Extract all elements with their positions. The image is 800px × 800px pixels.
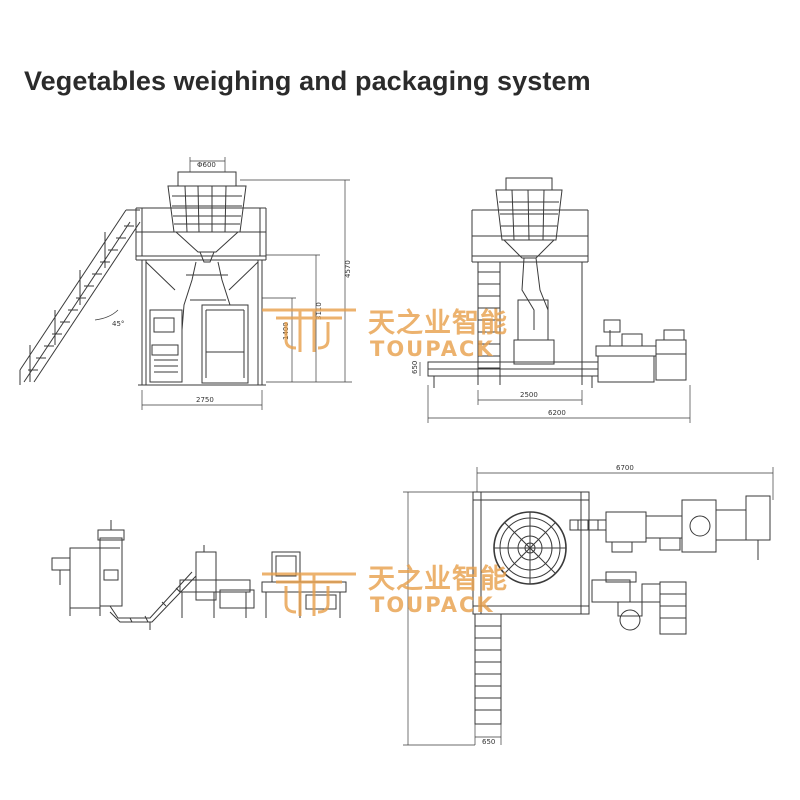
plan-conveyor-width-label: 650 xyxy=(482,738,495,746)
plan-platform xyxy=(472,491,590,615)
line-packing-machine xyxy=(97,520,125,607)
plan-conveyor xyxy=(474,613,502,725)
side-packing-machine xyxy=(513,257,555,365)
plan-collection-stations xyxy=(591,571,687,635)
toupack-logo-icon xyxy=(262,308,356,352)
diagram-title: Vegetables weighing and packaging system xyxy=(24,66,591,96)
plan-view: 6700 650 xyxy=(403,464,774,746)
front-discharge-chute xyxy=(181,261,231,331)
watermark-cn-text: 天之业智能 xyxy=(368,307,508,339)
line-incline-conveyor xyxy=(109,571,197,630)
front-top-width-label: Φ600 xyxy=(197,161,216,169)
side-multihead-weigher xyxy=(495,177,563,259)
front-elevation: Φ600 2750 4570 3110 1400 45° xyxy=(19,157,352,410)
side-elevation: 2500 6200 650 xyxy=(411,177,691,423)
front-packing-machine xyxy=(149,309,183,383)
line-side-view xyxy=(51,520,347,630)
watermark-cn-text: 天之业智能 xyxy=(368,563,508,595)
watermark-en-text: TOUPACK xyxy=(370,593,495,617)
watermark-en-text: TOUPACK xyxy=(370,337,495,361)
side-conveyor-height-label: 650 xyxy=(411,361,419,374)
plan-dimension-lines xyxy=(403,467,774,746)
front-control-cabinet xyxy=(201,304,249,384)
front-base-width-label: 2750 xyxy=(196,396,214,404)
side-dimension-lines xyxy=(419,362,691,423)
front-support-frame xyxy=(138,260,266,386)
line-checkweigher xyxy=(179,545,255,618)
toupack-logo-icon xyxy=(262,572,356,616)
side-base-overall-label: 6200 xyxy=(548,409,566,417)
side-base-conveyor xyxy=(427,361,599,388)
side-ladder xyxy=(477,262,501,385)
line-metal-detector xyxy=(261,551,347,618)
front-stair-angle-label: 45° xyxy=(112,320,124,328)
front-stairs xyxy=(19,209,141,385)
side-base-inner-label: 2500 xyxy=(520,391,538,399)
watermark-top: 天之业智能 TOUPACK xyxy=(262,307,508,361)
plan-overall-width-label: 6700 xyxy=(616,464,634,472)
front-multihead-weigher xyxy=(167,171,247,263)
plan-multihead-weigher xyxy=(493,511,567,585)
side-checkweigher xyxy=(595,319,687,383)
front-platform xyxy=(135,207,267,261)
watermark-bottom: 天之业智能 TOUPACK xyxy=(262,563,508,617)
front-dimension-lines xyxy=(94,157,352,410)
plan-output-line xyxy=(569,495,771,560)
front-overall-height-label: 4570 xyxy=(344,260,352,278)
